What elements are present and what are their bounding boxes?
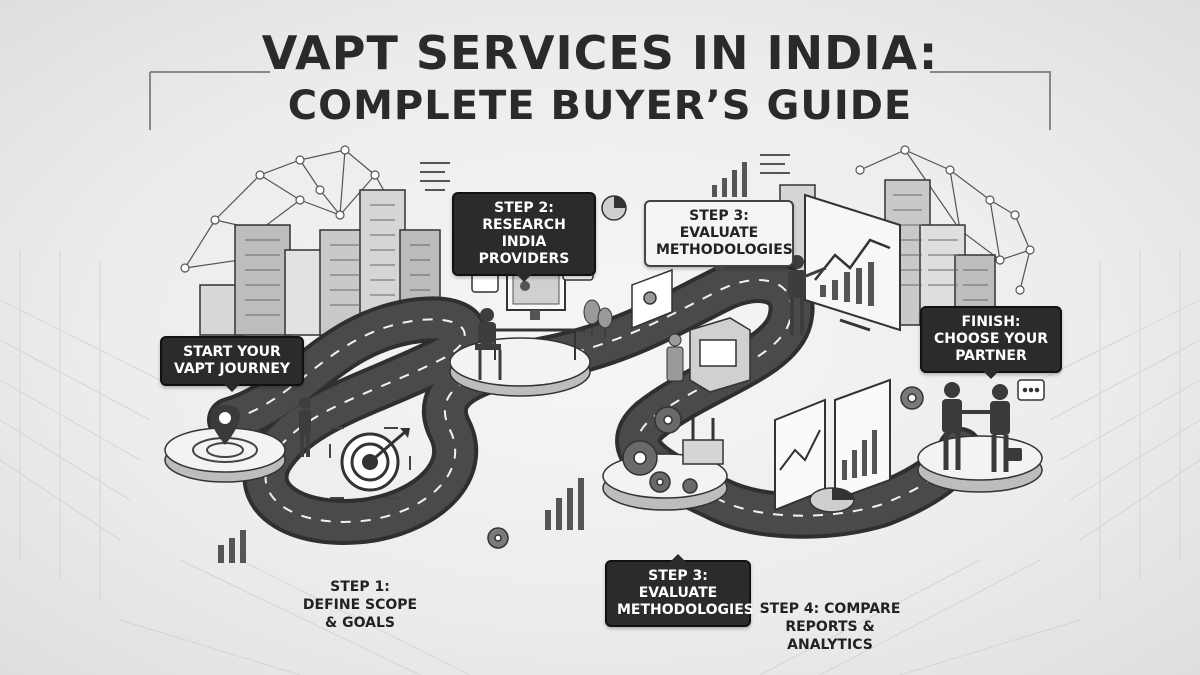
title-frame [149, 71, 1051, 130]
line-chart [779, 429, 821, 471]
gear-icon [487, 386, 924, 549]
list-icon [420, 154, 790, 191]
gear-icon [622, 406, 698, 494]
building-windows [893, 194, 988, 301]
tree-icon [583, 299, 613, 338]
bar-chart-icon [842, 430, 877, 480]
person-figure [299, 397, 311, 457]
bar-chart-icon [712, 162, 747, 197]
finish-platform [917, 435, 1043, 493]
step2-platform [449, 337, 591, 397]
person-figure [475, 308, 502, 380]
briefcase-icon [1004, 448, 1022, 461]
callout-finish: FINISH: CHOOSE YOUR PARTNER [920, 306, 1062, 379]
caption-step4: STEP 4: COMPARE REPORTS & ANALYTICS [759, 601, 901, 653]
page-subtitle: COMPLETE BUYER’S GUIDE [287, 83, 913, 129]
bar-chart-icon [820, 262, 874, 306]
callout-step2: STEP 2: RESEARCH INDIA PROVIDERS [452, 192, 596, 282]
page-title: VAPT SERVICES IN INDIA: [261, 26, 939, 80]
caption-step1: STEP 1: DEFINE SCOPE & GOALS [302, 579, 418, 631]
building-windows [245, 204, 430, 316]
chat-bubble-icon [1017, 379, 1045, 401]
pie-chart-icon [809, 487, 855, 513]
monitor-icon [631, 268, 673, 330]
kiosk [689, 317, 751, 393]
background-grid [0, 250, 1200, 675]
callout-step3-top: STEP 3: EVALUATE METHODOLOGIES [644, 200, 794, 273]
bar-chart-icon [218, 478, 584, 563]
pie-chart-icon [601, 195, 627, 221]
machine [682, 418, 724, 465]
location-pin-icon [210, 405, 240, 445]
target-icon [329, 427, 411, 499]
presentation-board [804, 193, 901, 332]
network-node-icon [855, 145, 1035, 295]
callout-step3-bottom: STEP 3: EVALUATE METHODOLOGIES [605, 554, 754, 627]
person-figure [666, 333, 684, 382]
callout-start: START YOUR VAPT JOURNEY [160, 336, 304, 392]
